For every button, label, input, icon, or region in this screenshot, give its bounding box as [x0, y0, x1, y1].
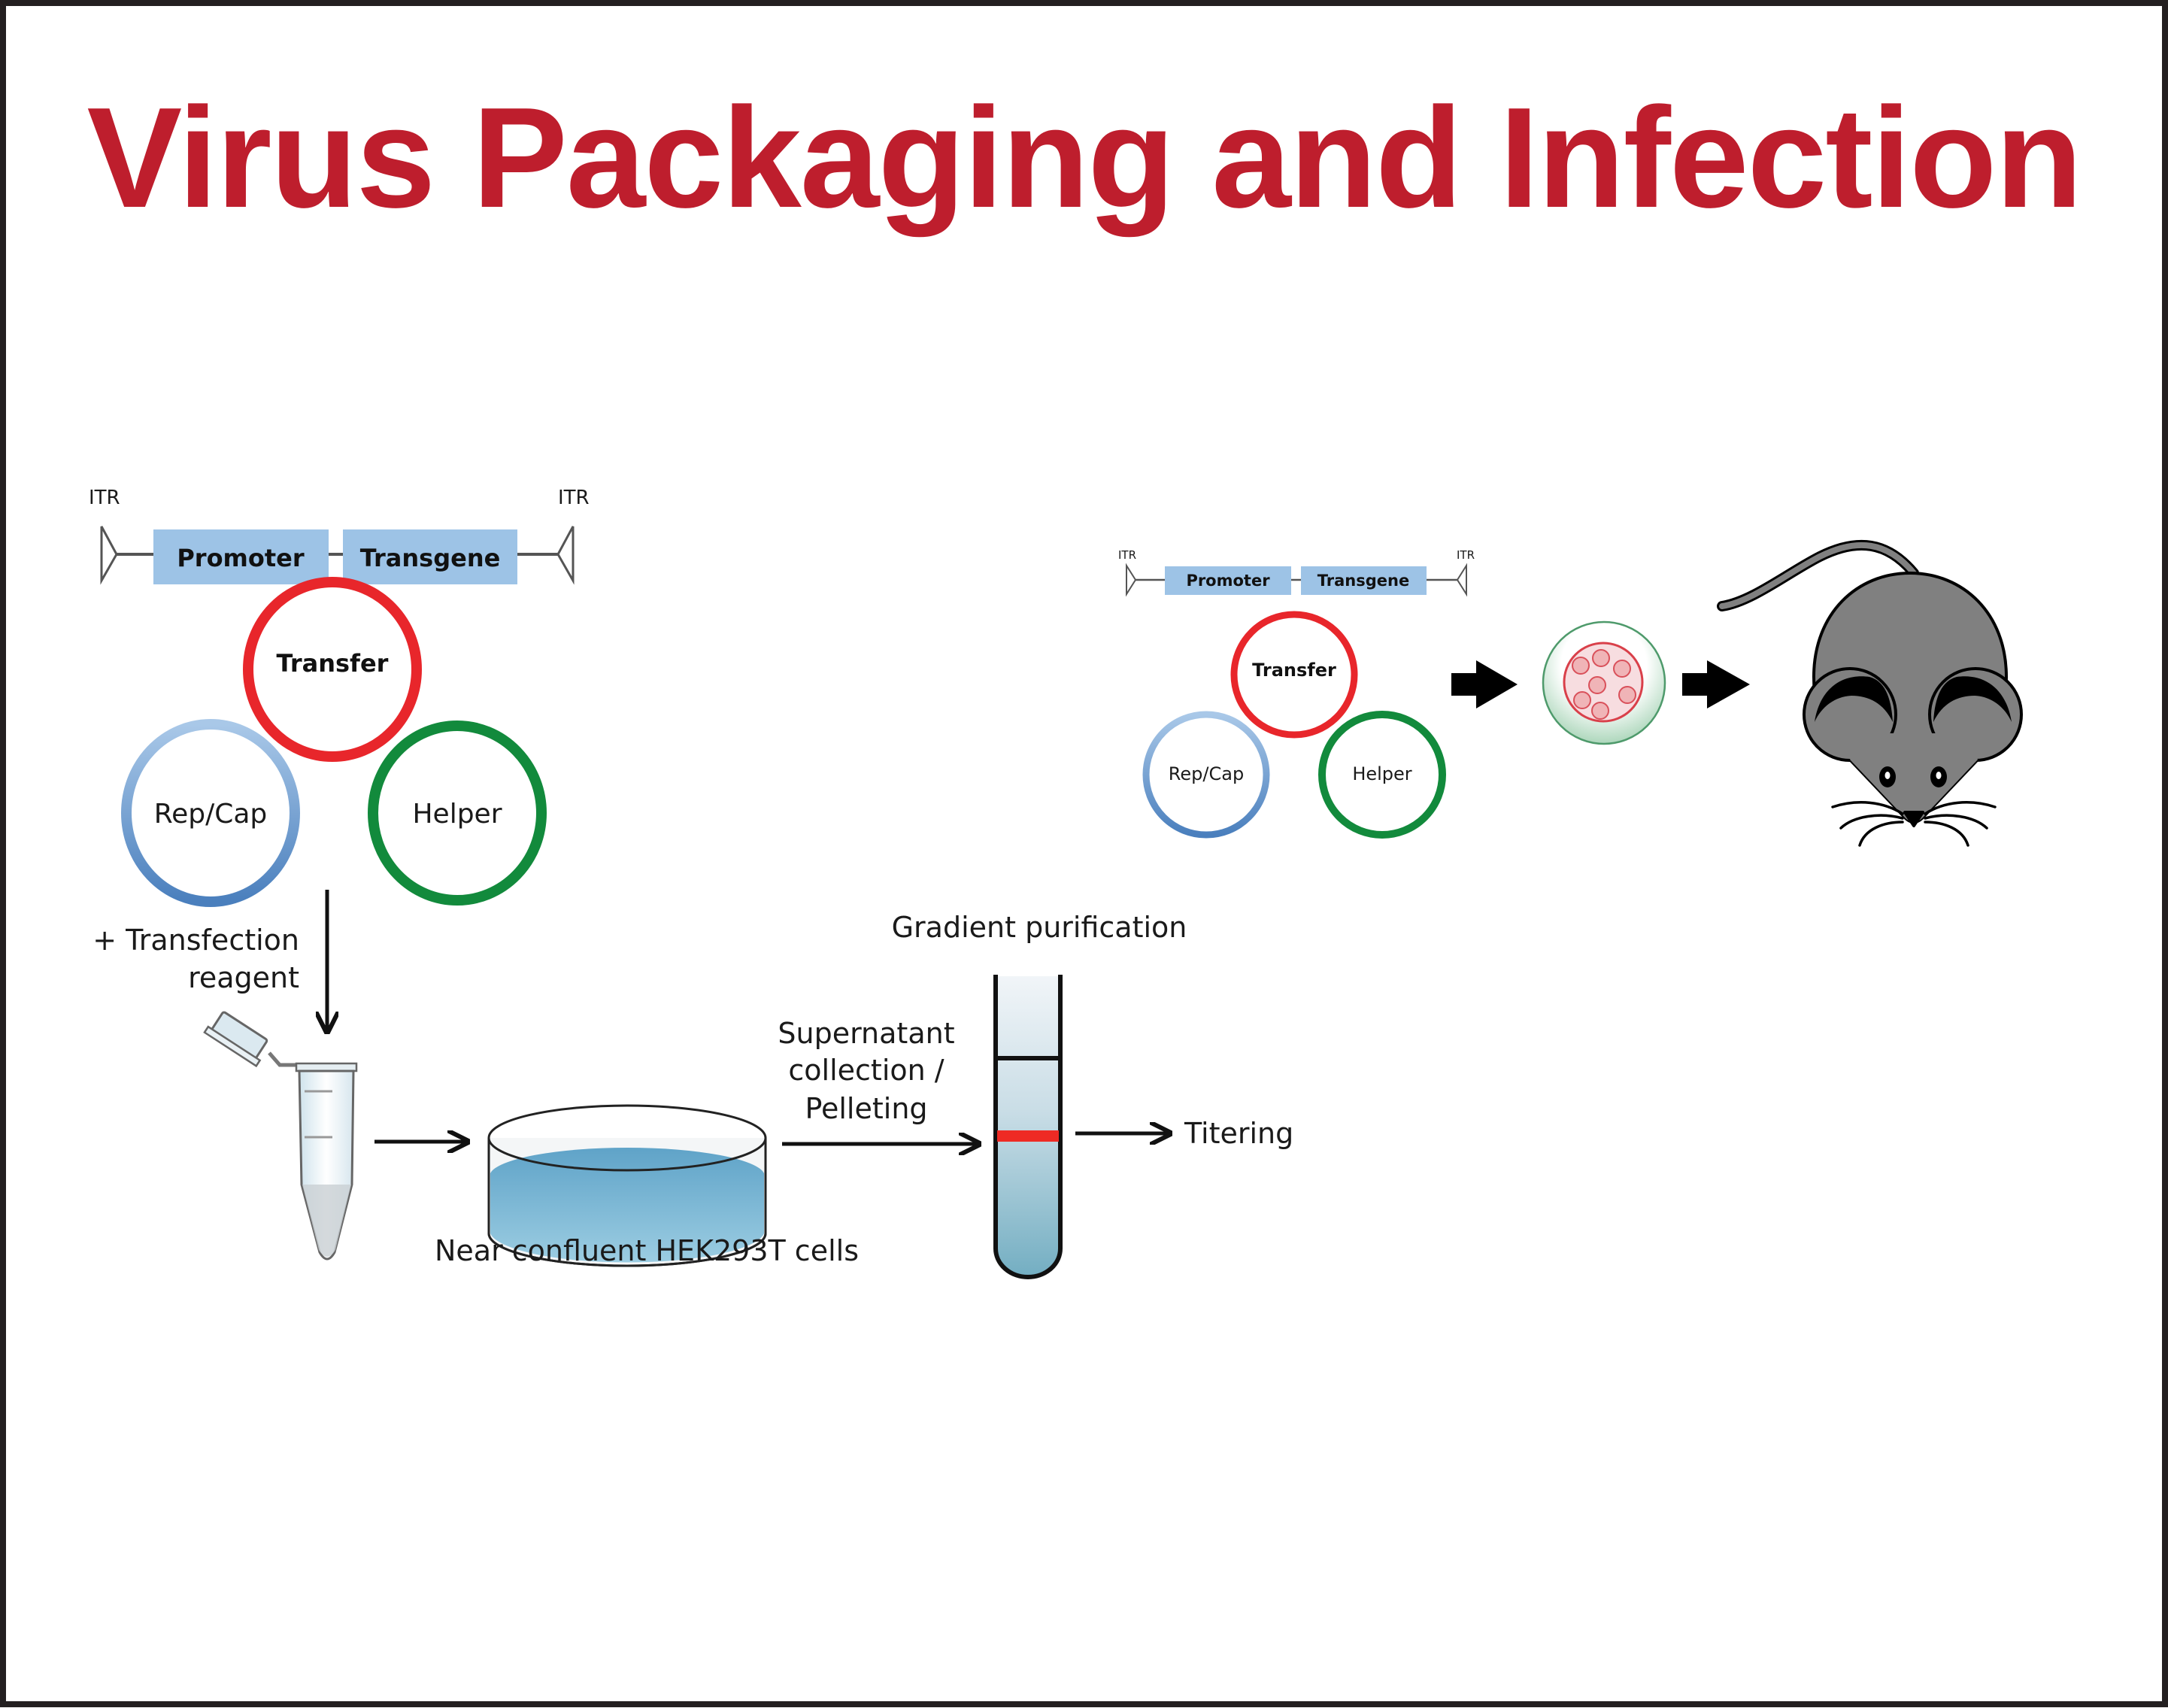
figure-title: Virus Packaging and Infection — [86, 78, 2083, 238]
gradient-tube-icon — [993, 975, 1063, 1279]
transgene-label: Transgene — [360, 544, 501, 572]
promoter-segment — [153, 529, 329, 584]
block-arrow-right-icon — [1682, 660, 1750, 708]
titering-label: Titering — [1184, 1117, 1293, 1150]
aav-construct-large: ITR ITR Promoter Transgene — [89, 487, 590, 585]
promoter-label: Promoter — [1186, 572, 1270, 590]
plasmid-repcap: Rep/Cap — [121, 719, 300, 907]
transgene-label: Transgene — [1317, 572, 1409, 590]
culture-dish-icon — [487, 1104, 767, 1267]
plasmid-helper-label: Helper — [412, 799, 502, 830]
infection-panel: ITR ITR Promoter Transgene Transfer Rep/… — [1118, 539, 2023, 847]
plasmid-transfer-label: Transfer — [277, 649, 389, 678]
collection-label-line3: Pelleting — [805, 1092, 927, 1125]
packaging-panel: ITR ITR Promoter Transgene Transfer Rep/… — [89, 487, 1293, 1279]
plasmid-helper-label: Helper — [1352, 763, 1411, 784]
itr-right-label: ITR — [1457, 548, 1475, 562]
mouse-icon — [1717, 539, 2023, 847]
itr-right-icon — [556, 526, 575, 585]
infected-cell-icon — [1542, 620, 1666, 745]
aav-construct-small: ITR ITR Promoter Transgene — [1118, 548, 1475, 597]
promoter-label: Promoter — [177, 544, 305, 572]
itr-right-label: ITR — [558, 487, 590, 509]
gradient-label: Gradient purification — [892, 911, 1187, 944]
itr-left-label: ITR — [1118, 548, 1136, 562]
plasmid-transfer-label: Transfer — [1252, 660, 1336, 681]
transgene-segment — [343, 529, 517, 584]
itr-left-icon — [100, 526, 118, 585]
virus-band — [997, 1130, 1059, 1142]
promoter-segment — [1165, 566, 1291, 595]
plasmid-transfer: Transfer — [243, 577, 422, 762]
collection-label-line2: collection / — [788, 1054, 944, 1087]
block-arrow-right-icon — [1451, 660, 1518, 708]
transfection-label-line1: + Transfection — [92, 924, 299, 957]
itr-left-label: ITR — [89, 487, 120, 509]
transfection-label-line2: reagent — [188, 961, 299, 994]
itr-right-icon — [1456, 563, 1467, 597]
itr-left-icon — [1126, 563, 1137, 597]
dish-label: Near confluent HEK293T cells — [435, 1234, 859, 1267]
plasmid-transfer-small: Transfer — [1230, 611, 1358, 739]
plasmid-helper-small: Helper — [1318, 711, 1446, 839]
microcentrifuge-tube-icon — [203, 1011, 358, 1261]
plasmid-repcap-label: Rep/Cap — [154, 799, 268, 830]
plasmid-helper: Helper — [368, 721, 547, 906]
plasmid-repcap-small: Rep/Cap — [1142, 711, 1270, 839]
plasmid-repcap-label: Rep/Cap — [1169, 763, 1244, 784]
transgene-segment — [1301, 566, 1427, 595]
collection-label-line1: Supernatant — [778, 1017, 954, 1050]
